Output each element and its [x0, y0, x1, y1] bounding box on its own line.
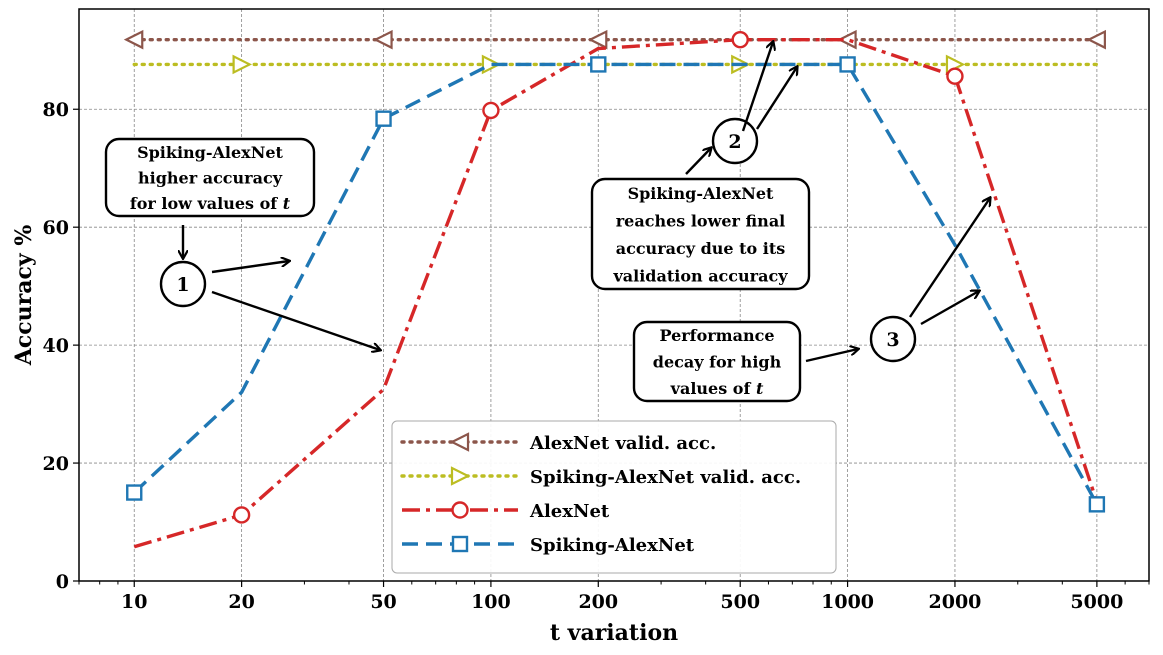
annotation-line: reaches lower final: [616, 211, 786, 230]
series-group: [123, 29, 1106, 549]
annotation-circle: [711, 117, 759, 165]
annotation-line: values of t: [670, 379, 764, 398]
annotation-line: accuracy due to its: [616, 239, 786, 258]
plot-frame: [78, 8, 1150, 582]
data-point: [731, 30, 749, 49]
y-tick-label: 60: [43, 217, 69, 239]
annotation-line: for low values of t: [130, 194, 291, 213]
annotation-box: [632, 320, 802, 403]
annotation-line: decay for high: [653, 353, 782, 372]
annotation-arrow: [805, 349, 858, 363]
series-0: [123, 29, 1106, 50]
legend-marker: [451, 501, 469, 519]
x-tick-label: 100: [471, 591, 511, 613]
data-point: [232, 54, 253, 75]
annotation-line: Performance: [659, 326, 774, 345]
legend-label: AlexNet: [529, 501, 610, 522]
annotation-arrow: [211, 261, 289, 274]
y-tick-label: 40: [43, 335, 69, 357]
legend-label: Spiking-AlexNet: [530, 535, 695, 556]
data-point: [482, 101, 500, 120]
annotation-3-box: Performance decay for high values of t: [632, 320, 802, 403]
annotation-number: 3: [886, 329, 899, 351]
data-point: [232, 506, 251, 524]
legend: AlexNet valid. acc. Spiking-AlexNet valid…: [391, 420, 837, 574]
annotation-circle: [159, 260, 207, 308]
annotation-arrow: [755, 67, 797, 130]
data-point: [839, 56, 856, 73]
data-point: [946, 67, 964, 85]
data-point: [587, 29, 608, 50]
data-point: [373, 29, 393, 50]
x-tick-label: 1000: [821, 591, 874, 613]
x-tick-label: 20: [228, 591, 254, 613]
annotation-box: [104, 137, 316, 218]
annotation-arrow: [909, 198, 990, 318]
ticks: 10 20 50 100 200 500 1000 2000 5000 0 20 40 60 80: [43, 99, 1150, 613]
series-2: [133, 30, 1099, 549]
annotation-arrow: [211, 290, 380, 350]
annotations: Spiking-AlexNet higher accuracy for low va…: [104, 42, 990, 403]
x-tick-label: 10: [121, 591, 147, 613]
annotation-1-box: Spiking-AlexNet higher accuracy for low va…: [104, 137, 316, 218]
data-point: [123, 29, 144, 50]
annotation-circle: [869, 315, 917, 363]
x-tick-label: 50: [370, 591, 396, 613]
y-tick-label: 20: [43, 453, 69, 475]
annotation-line: higher accuracy: [138, 169, 283, 188]
legend-label: Spiking-AlexNet valid. acc.: [530, 467, 801, 488]
annotation-arrow: [920, 291, 979, 326]
y-axis-title: Accuracy %: [11, 225, 37, 367]
data-point: [837, 29, 857, 50]
x-tick-label: 5000: [1070, 591, 1123, 613]
data-point: [1088, 496, 1106, 513]
data-point: [481, 54, 502, 75]
annotation-box: [590, 177, 811, 291]
data-point: [1086, 29, 1106, 50]
legend-marker: [449, 432, 470, 452]
x-tick-label: 2000: [929, 591, 982, 613]
annotation-line: Spiking-AlexNet: [628, 184, 774, 203]
data-point: [590, 56, 607, 73]
legend-label: AlexNet valid. acc.: [529, 433, 716, 454]
annotation-line: validation accuracy: [612, 266, 788, 285]
data-point: [126, 484, 143, 501]
annotation-3-circle: 3: [869, 315, 917, 363]
annotation-2-box: Spiking-AlexNet reaches lower final accura…: [590, 177, 811, 291]
x-axis-title: t variation: [550, 620, 678, 646]
data-point: [375, 110, 392, 127]
series-3: [126, 56, 1106, 513]
annotation-arrow: [741, 42, 773, 132]
annotation-2-circle: 2: [711, 117, 759, 165]
legend-marker: [450, 466, 471, 486]
y-tick-label: 80: [43, 99, 69, 121]
x-tick-label: 500: [720, 591, 760, 613]
annotation-line: Spiking-AlexNet: [137, 143, 283, 162]
x-tick-label: 200: [578, 591, 618, 613]
annotation-number: 1: [176, 274, 189, 296]
y-tick-label: 0: [56, 571, 69, 593]
annotation-arrow: [685, 148, 711, 175]
series-line: [133, 37, 1099, 549]
legend-box: [391, 420, 837, 574]
annotation-number: 2: [728, 131, 741, 153]
annotation-1-circle: 1: [159, 260, 207, 308]
legend-marker: [451, 535, 469, 553]
